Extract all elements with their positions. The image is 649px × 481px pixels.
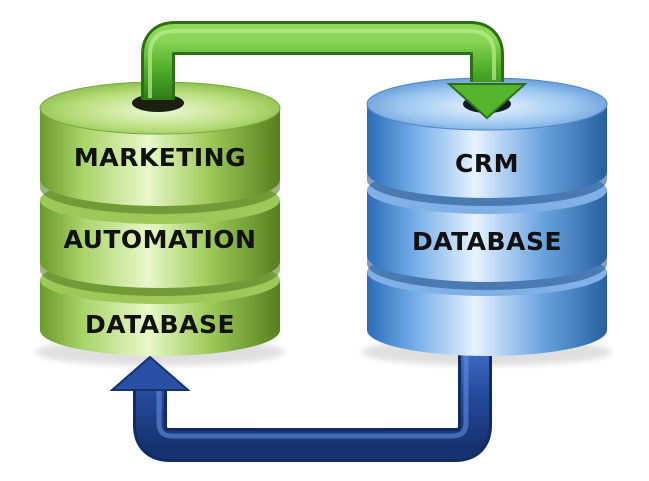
marketing-db-label-3: DATABASE: [85, 310, 235, 339]
marketing-db-label-1: MARKETING: [74, 143, 246, 172]
crm-db-cylinder: [366, 77, 608, 356]
marketing-db-cylinder: [39, 81, 281, 356]
down-arrowhead-icon: [446, 83, 528, 120]
top-connector-arrow: [141, 21, 528, 120]
crm-db-label-1: CRM: [455, 149, 519, 178]
crm-db-label-2: DATABASE: [412, 227, 562, 256]
marketing-db-label-2: AUTOMATION: [63, 225, 256, 254]
up-arrowhead-icon: [109, 355, 191, 391]
bottom-connector-arrow: [109, 350, 492, 462]
